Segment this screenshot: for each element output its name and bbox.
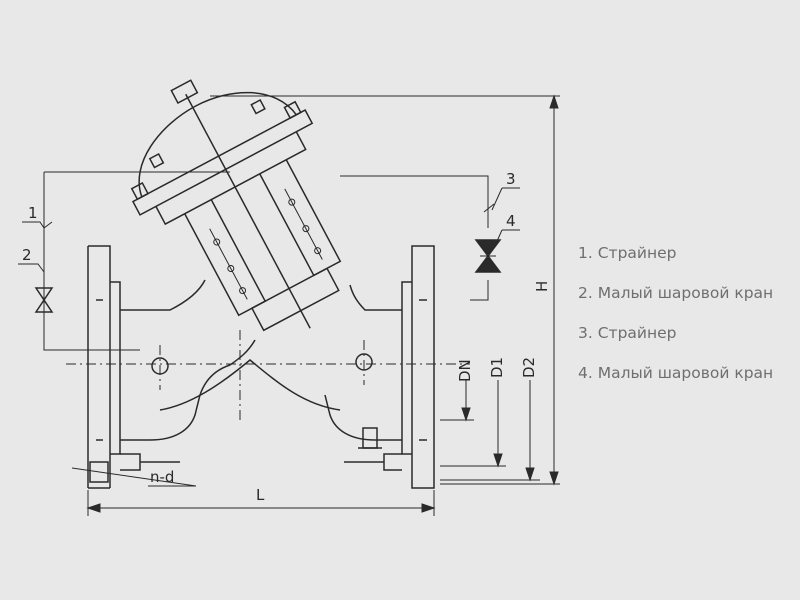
center-lines — [66, 330, 470, 420]
callout-3: 3 — [506, 170, 516, 188]
dimension-dn-label: DN — [456, 359, 474, 382]
legend-item-strainer-3: 3. Стрaйнер — [578, 324, 677, 342]
dimension-bolt-holes — [71, 467, 197, 487]
control-piping — [34, 171, 502, 351]
callout-2: 2 — [22, 246, 32, 264]
legend-item-ball-valve-4: 4. Малый шаровой кран — [578, 364, 774, 382]
callout-4: 4 — [506, 212, 516, 230]
callout-leaders — [18, 187, 520, 273]
dimension-height — [210, 94, 560, 486]
valve-body — [87, 245, 435, 489]
dimension-d2-label: D2 — [520, 357, 538, 378]
dimension-d1 — [440, 380, 506, 468]
dimension-height-label: H — [533, 281, 551, 292]
dimension-d1-label: D1 — [488, 357, 506, 378]
legend-item-strainer-1: 1. Стрaйнер — [578, 244, 677, 262]
dimension-length — [86, 490, 436, 516]
valve-bonnet — [130, 79, 342, 332]
callout-1: 1 — [28, 204, 38, 222]
dimension-dn — [440, 380, 474, 422]
dimension-d2 — [440, 380, 540, 482]
dimension-length-label: L — [256, 486, 265, 504]
dimension-bolt-holes-label: n-d — [150, 468, 174, 486]
parts-legend: 1. Стрaйнер 2. Малый шаровой кран 3. Стр… — [578, 238, 773, 398]
legend-item-ball-valve-2: 2. Малый шаровой кран — [578, 284, 774, 302]
